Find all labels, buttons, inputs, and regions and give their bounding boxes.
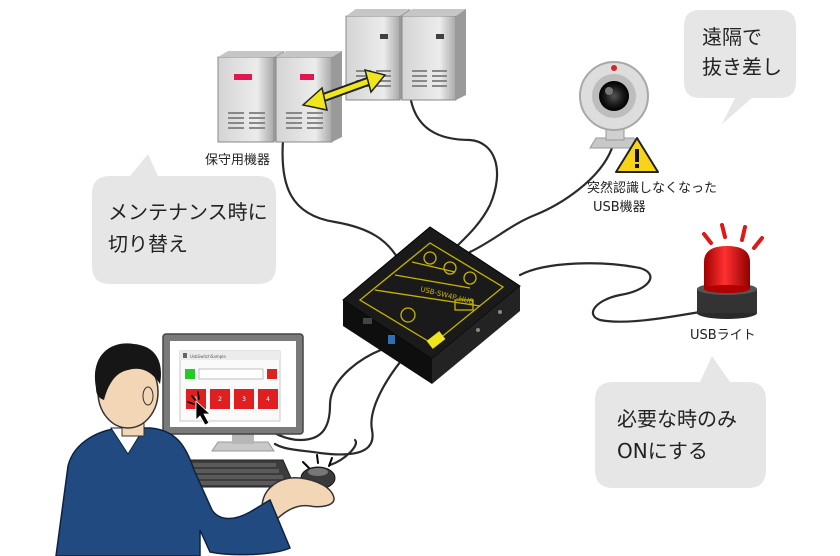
person-icon xyxy=(55,343,291,556)
bubble-remote-line2: 抜き差し xyxy=(702,55,782,79)
app-button-4 xyxy=(258,389,278,409)
webcam-icon xyxy=(579,61,649,149)
bubble-remote-line1: 遠隔で xyxy=(702,25,762,49)
bubble-remote xyxy=(684,10,796,124)
app-button-1 xyxy=(186,389,206,409)
server-left-a xyxy=(217,51,284,143)
monitor-icon: UsbSwitchSample 1 2 3 4 xyxy=(162,333,304,452)
cable-pc-2 xyxy=(273,354,407,456)
switch-double-arrow-icon xyxy=(301,68,387,111)
label-usb-light: USBライト xyxy=(690,328,756,343)
app-button-3-label: 3 xyxy=(242,396,246,403)
cable-usb-light xyxy=(518,262,702,323)
cable-maintenance-server xyxy=(281,138,402,264)
server-top-icon xyxy=(345,9,466,101)
hand-icon xyxy=(261,477,335,522)
usb-switch-device-icon: USB-SW4P-HUB xyxy=(342,226,521,384)
app-button-2-label: 2 xyxy=(218,396,222,403)
server-top-b xyxy=(401,9,466,101)
mouse-icon xyxy=(300,454,336,490)
bubble-on-demand-line1: 必要な時のみ xyxy=(617,407,737,431)
app-button-3 xyxy=(234,389,254,409)
cable-webcam xyxy=(468,146,614,254)
app-title: UsbSwitchSample xyxy=(190,354,226,359)
app-window: UsbSwitchSample 1 2 3 4 xyxy=(179,350,281,422)
app-button-1-label: 1 xyxy=(194,396,198,403)
cable-mouse xyxy=(328,438,358,467)
bubble-maintenance xyxy=(92,154,276,284)
warning-icon xyxy=(615,137,659,173)
app-button-2 xyxy=(210,389,230,409)
bubble-maintenance-line1: メンテナンス時に xyxy=(108,200,268,224)
cable-top-server xyxy=(408,93,499,250)
bubble-on-demand xyxy=(595,356,766,488)
label-maintenance-equipment: 保守用機器 xyxy=(205,153,270,168)
mouse-pointer-icon xyxy=(195,400,212,426)
bubble-maintenance-line2: 切り替え xyxy=(108,232,188,256)
cursor-icon xyxy=(187,391,200,405)
label-unstable-usb-line2: USB機器 xyxy=(593,200,646,215)
bubble-on-demand-line2: ONにする xyxy=(617,439,708,463)
usb-light-icon xyxy=(697,223,764,319)
app-button-4-label: 4 xyxy=(266,396,270,403)
cables xyxy=(248,93,702,467)
label-unstable-usb-line1: 突然認識しなくなった xyxy=(587,180,717,196)
